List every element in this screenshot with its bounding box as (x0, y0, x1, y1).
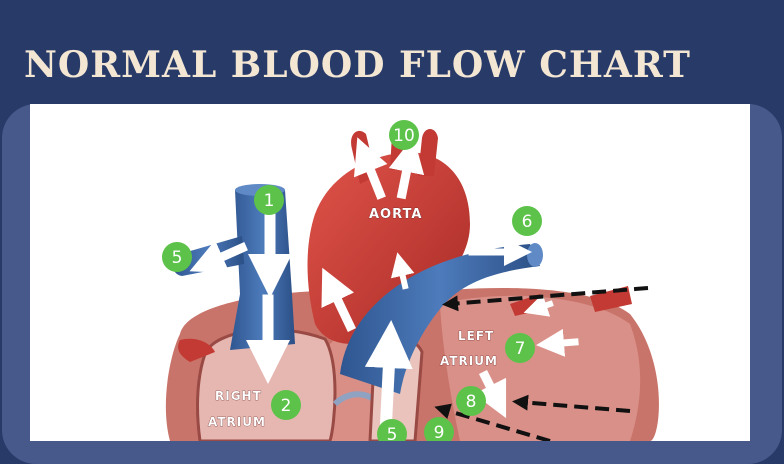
svg-text:7: 7 (515, 339, 526, 359)
svg-text:2: 2 (281, 396, 292, 416)
svg-text:5: 5 (172, 248, 183, 268)
right-atrium-label-line2: ATRIUM (208, 415, 266, 429)
left-atrium-label-line2: ATRIUM (440, 354, 498, 368)
dashed-arrows (434, 286, 649, 441)
step-badge-2: 2 (271, 390, 301, 420)
flow-arrows (189, 136, 579, 431)
svg-text:6: 6 (522, 212, 533, 232)
heart-diagram: AORTA LEFT ATRIUM RIGHT ATRIUM 1 2 5 6 7… (30, 104, 750, 441)
left-atrium-label-line1: LEFT (458, 329, 494, 343)
svg-text:1: 1 (264, 191, 275, 211)
svg-text:8: 8 (466, 392, 477, 412)
step-badge-5-left: 5 (162, 242, 192, 272)
step-badge-9: 9 (424, 417, 454, 441)
right-atrium-label-line1: RIGHT (215, 389, 262, 403)
page-title: NORMAL BLOOD FLOW CHART (24, 44, 691, 86)
step-badge-8: 8 (456, 386, 486, 416)
svg-text:5: 5 (387, 425, 398, 441)
aorta-label: AORTA (369, 207, 422, 222)
svg-text:10: 10 (393, 126, 415, 146)
step-badge-5-bottom: 5 (377, 419, 407, 441)
step-badge-1: 1 (254, 185, 284, 215)
step-badge-10: 10 (389, 120, 419, 150)
svg-text:9: 9 (434, 423, 445, 441)
step-badge-6: 6 (512, 206, 542, 236)
step-badge-7: 7 (505, 333, 535, 363)
